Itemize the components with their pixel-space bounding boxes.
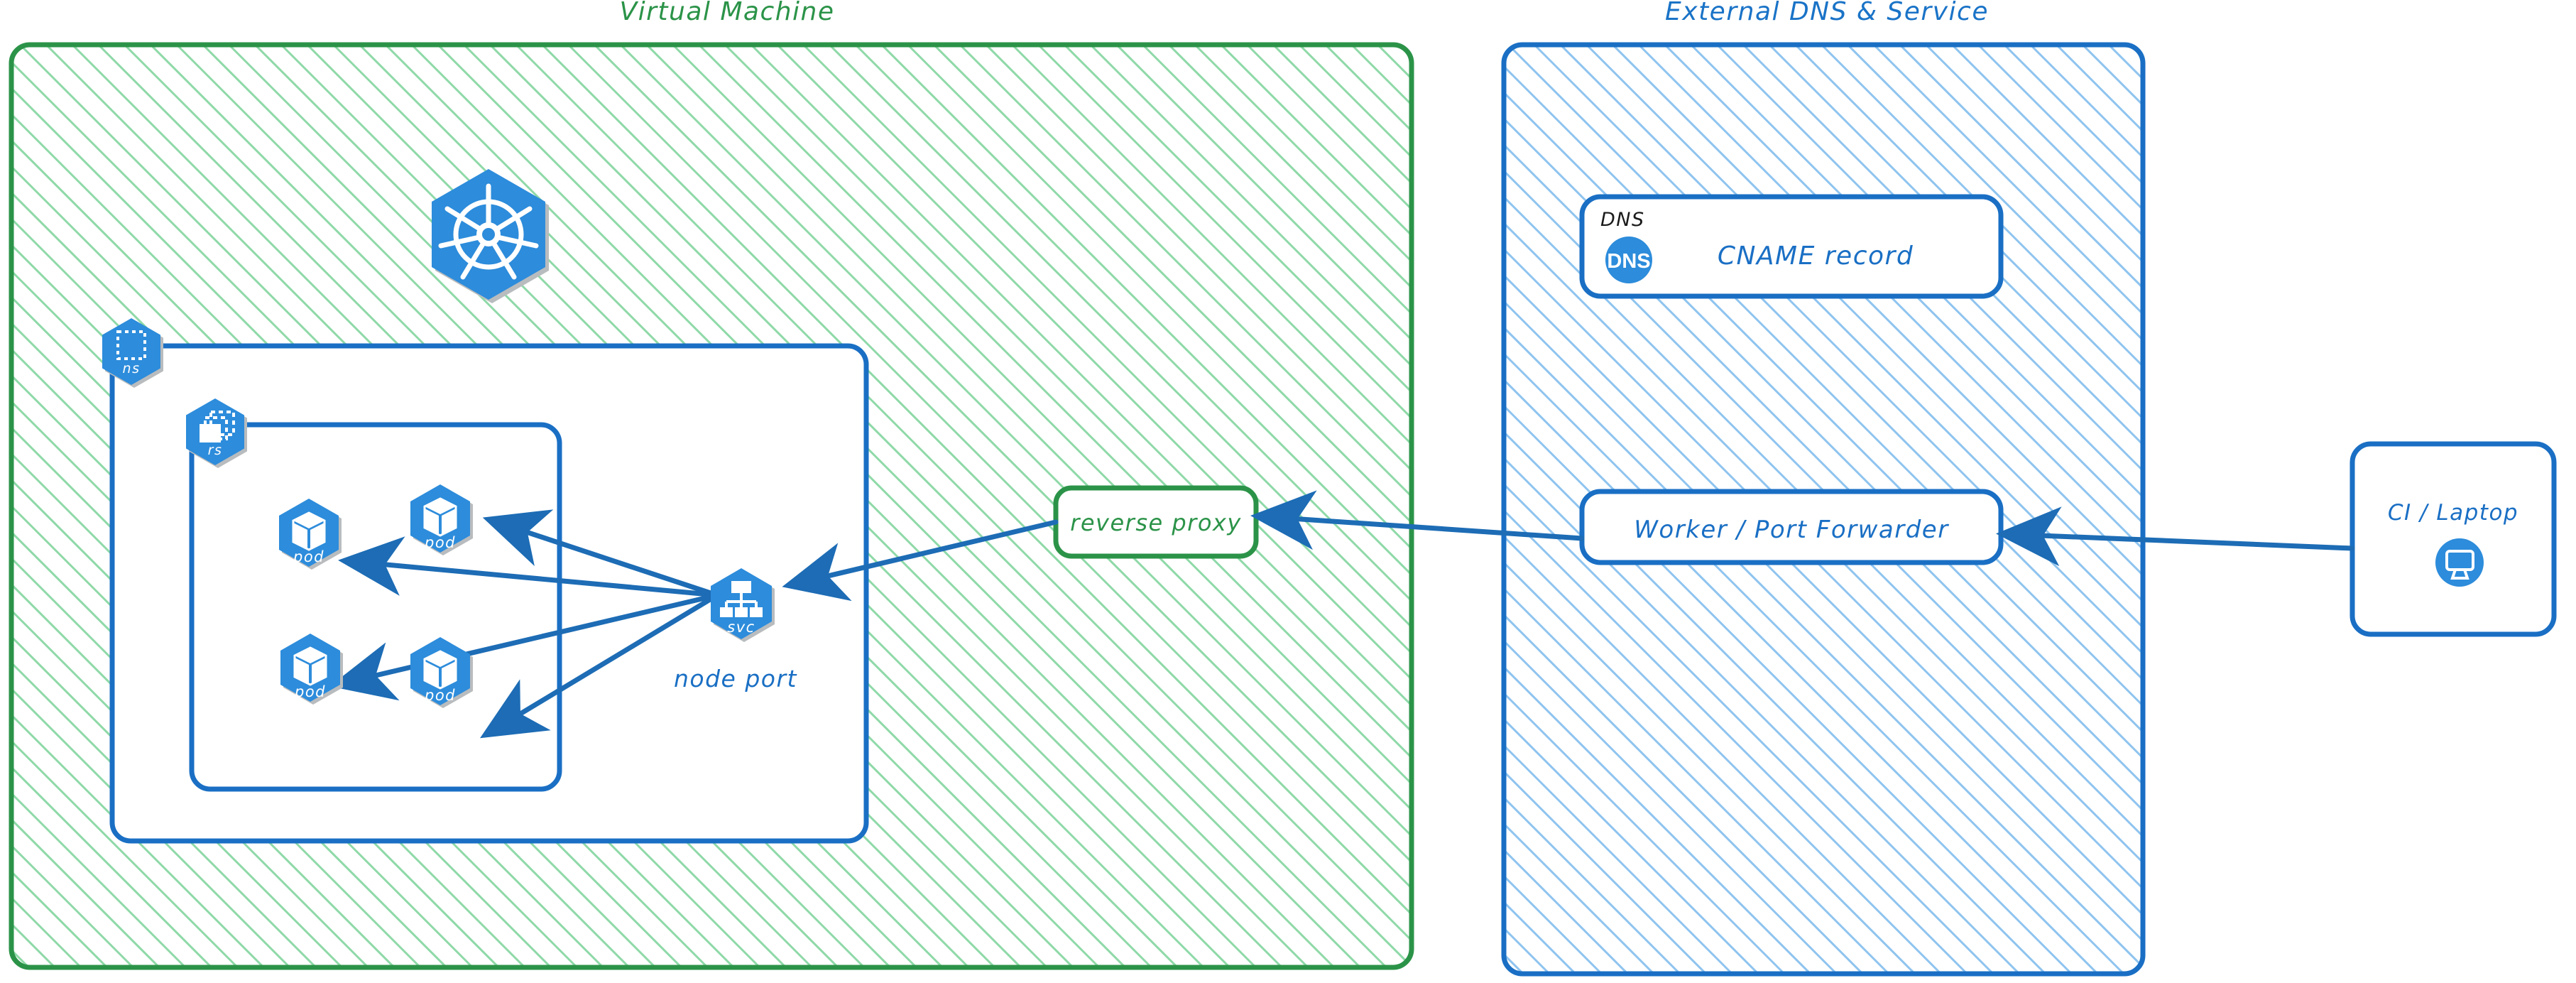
node-port-caption: node port [674, 665, 797, 693]
pod-cube-icon [423, 650, 457, 690]
group-title-virtual-machine: Virtual Machine [619, 0, 834, 26]
reverse-proxy-label: reverse proxy [1070, 509, 1242, 536]
dns-box[interactable]: DNS DNS CNAME record [1579, 194, 2004, 299]
pod-node-1[interactable]: pod [279, 499, 342, 570]
kubernetes-logo[interactable] [432, 169, 549, 303]
pod-cube-icon [423, 497, 457, 537]
monitor-display-icon [2435, 538, 2484, 587]
namespace-label: ns [123, 361, 141, 376]
pod-node-3[interactable]: pod [280, 634, 343, 705]
service-label: svc [727, 619, 755, 636]
kubernetes-heptagon [432, 169, 545, 300]
ci-laptop-box[interactable]: CI / Laptop [2349, 441, 2557, 637]
worker-box[interactable]: Worker / Port Forwarder [1579, 489, 2004, 565]
cname-record-label: CNAME record [1718, 241, 1914, 271]
pod-heptagon [279, 499, 339, 567]
ci-laptop-label: CI / Laptop [2388, 500, 2518, 526]
arrow-reverse-proxy-to-service [782, 519, 1059, 602]
pod-label-3: pod [294, 683, 326, 700]
pod-label-4: pod [424, 687, 456, 704]
dns-badge-label: DNS [1607, 250, 1650, 273]
pod-heptagon [410, 484, 470, 553]
arrow-service-to-pod-1 [338, 536, 720, 598]
arrow-ci-laptop-to-worker [1996, 506, 2355, 567]
dns-circle-icon: DNS [1605, 237, 1652, 283]
arrow-worker-to-reverse-proxy [1250, 490, 1585, 550]
arrow-service-to-pod-4 [480, 592, 720, 739]
replicaset-node[interactable]: rs [186, 398, 247, 468]
pod-node-4[interactable]: pod [410, 637, 473, 708]
pod-label-1: pod [293, 548, 324, 565]
pod-heptagon [280, 634, 340, 702]
namespace-dashed-box-icon [116, 330, 146, 360]
kubernetes-wheel-icon [438, 183, 539, 280]
replicaset-label: rs [208, 442, 223, 458]
pod-heptagon [410, 637, 470, 705]
service-to-pod-arrows [329, 509, 720, 739]
pod-label-2: pod [424, 534, 456, 551]
arrow-service-to-pod-3 [329, 592, 720, 701]
dns-box-frame[interactable] [1579, 194, 2004, 299]
pod-cube-icon [293, 646, 327, 686]
pod-cube-icon [292, 511, 326, 551]
arrow-service-to-pod-2 [482, 509, 720, 598]
ci-laptop-frame[interactable] [2349, 441, 2557, 637]
namespace-node[interactable]: ns [102, 318, 163, 388]
group-title-external-dns-service: External DNS & Service [1665, 0, 1989, 26]
worker-box-label: Worker / Port Forwarder [1634, 516, 1949, 544]
service-node[interactable]: svc [711, 568, 775, 642]
service-tree-icon [720, 581, 763, 617]
replicaset-container[interactable] [189, 422, 562, 792]
reverse-proxy-box[interactable]: reverse proxy [1053, 485, 1259, 559]
dns-tag-label: DNS [1600, 209, 1645, 231]
pod-node-2[interactable]: pod [410, 484, 473, 555]
replicaset-stacked-box-icon [200, 411, 235, 442]
